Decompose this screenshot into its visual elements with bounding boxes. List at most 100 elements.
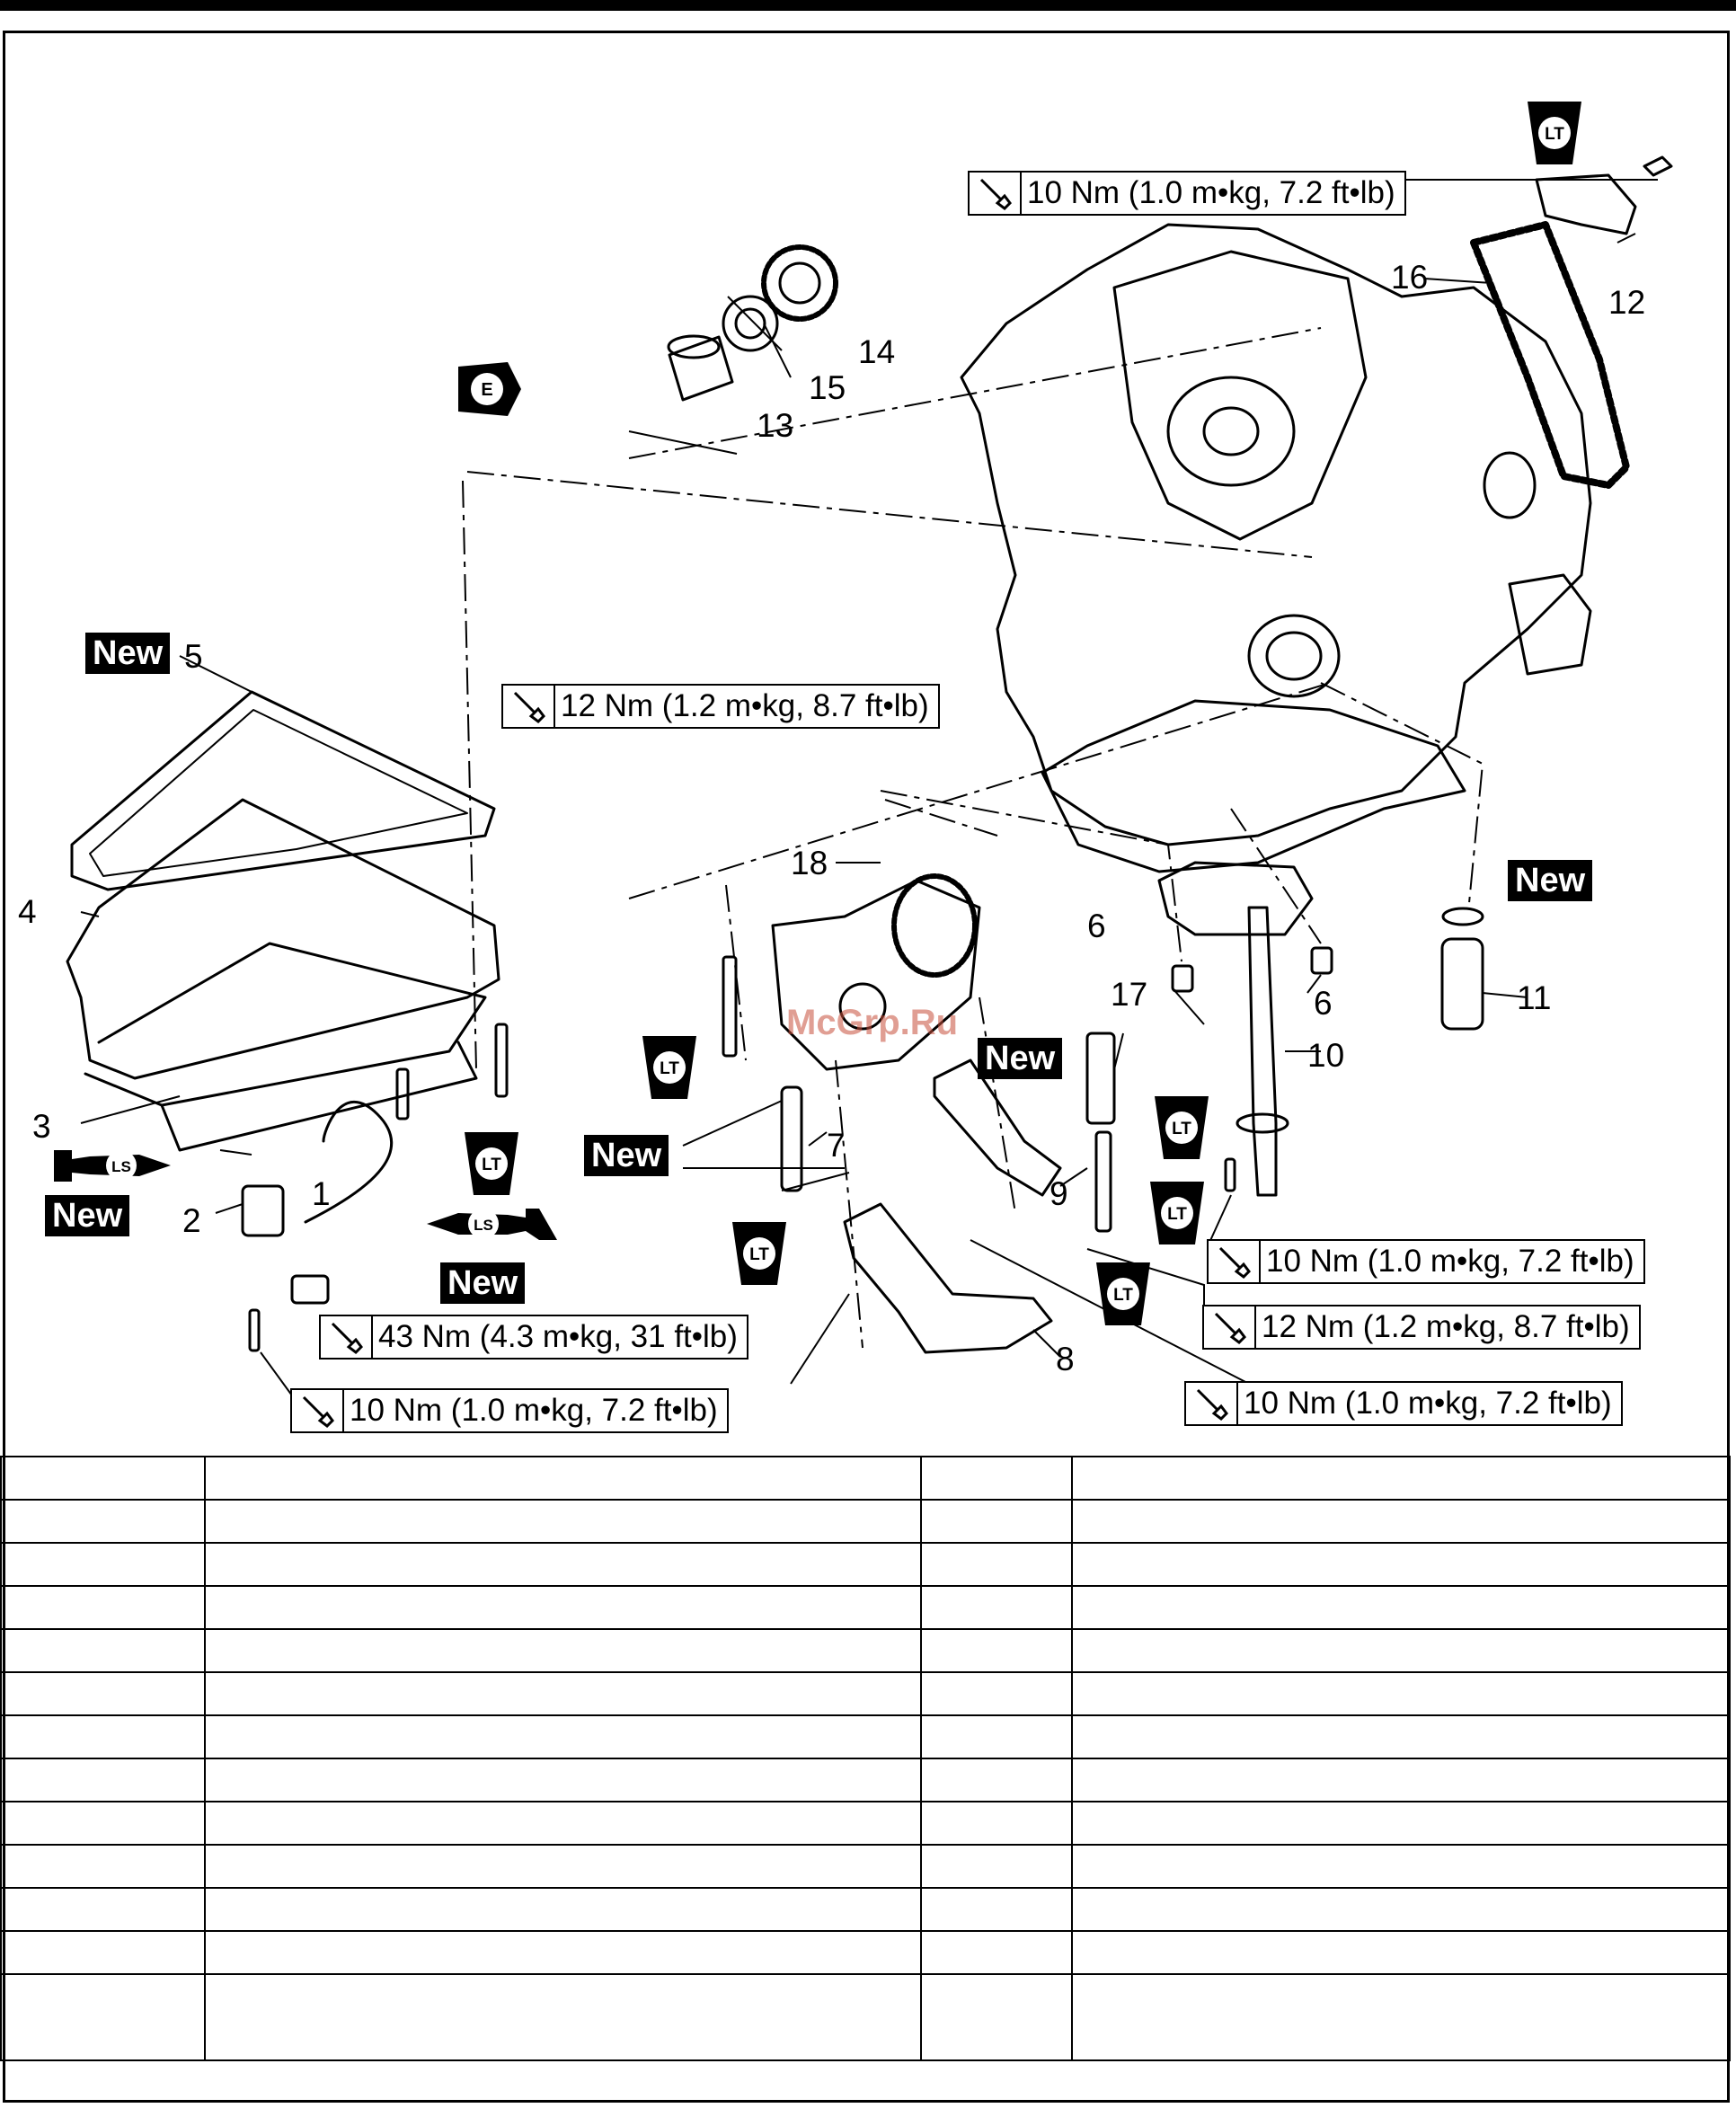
callout-13: 13 (757, 407, 794, 444)
callout-3: 3 (32, 1108, 51, 1145)
table-row (0, 1456, 1732, 1501)
svg-text:LT: LT (1167, 1205, 1187, 1224)
table-cell (0, 1714, 206, 1759)
new-tag-oring-9: New (978, 1038, 1063, 1079)
gasket (70, 690, 496, 891)
parts-table (0, 1456, 1732, 2061)
torque-spec-chain-guide-bolt: 10 Nm (1.0 m•kg, 7.2 ft•lb) (968, 171, 1406, 216)
svg-text:E: E (481, 380, 492, 400)
timing-chain (1470, 221, 1630, 489)
table-cell (203, 1758, 922, 1802)
locktite-badge: LT (638, 1032, 701, 1108)
torque-wrench-icon (292, 1390, 344, 1431)
callout-1: 1 (312, 1175, 331, 1212)
callout-12: 12 (1608, 284, 1646, 321)
exploded-view-diagram (66, 155, 1673, 1403)
svg-text:LT: LT (482, 1156, 501, 1174)
table-cell (0, 1671, 206, 1716)
table-cell (1070, 1671, 1732, 1716)
table-cell (919, 1887, 1073, 1932)
torque-wrench-icon (1204, 1306, 1256, 1348)
table-row (0, 1844, 1732, 1889)
svg-text:LS: LS (111, 1158, 131, 1175)
table-row (0, 1758, 1732, 1802)
table-cell (919, 1973, 1073, 2061)
top-rule (0, 0, 1736, 11)
callout-14: 14 (858, 333, 896, 370)
new-tag-oring-11: New (1508, 860, 1593, 901)
torque-wrench-icon (1209, 1241, 1261, 1282)
table-cell (1070, 1628, 1732, 1673)
callout-18: 18 (791, 845, 828, 881)
torque-spec-drain-bolt: 43 Nm (4.3 m•kg, 31 ft•lb) (319, 1315, 748, 1360)
torque-spec-pipe-bolt: 10 Nm (1.0 m•kg, 7.2 ft•lb) (1207, 1239, 1645, 1284)
table-cell (0, 1499, 206, 1544)
table-cell (203, 1973, 922, 2061)
svg-text:LT: LT (1172, 1120, 1191, 1138)
table-row (0, 1887, 1732, 1932)
torque-wrench-icon (503, 686, 555, 727)
table-cell (203, 1499, 922, 1544)
oil-pan (66, 798, 500, 1080)
table-cell (1070, 1758, 1732, 1802)
table-cell (0, 1844, 206, 1889)
table-cell (203, 1801, 922, 1846)
table-row (0, 1628, 1732, 1673)
lithium-grease-badge: LS (422, 1204, 562, 1253)
table-cell (0, 1801, 206, 1846)
lithium-grease-badge: LS (49, 1146, 175, 1191)
table-cell (1070, 1801, 1732, 1846)
torque-spec-pump-bolt: 12 Nm (1.2 m•kg, 8.7 ft•lb) (1202, 1305, 1641, 1350)
new-tag-gasket: New (85, 633, 171, 674)
locktite-badge: LT (1150, 1092, 1213, 1168)
table-cell (203, 1542, 922, 1587)
callout-15: 15 (809, 369, 846, 406)
table-cell (203, 1628, 922, 1673)
table-row (0, 1714, 1732, 1759)
table-row (0, 1585, 1732, 1630)
table-cell (0, 1758, 206, 1802)
callout-9: 9 (1050, 1175, 1068, 1212)
table-cell (919, 1930, 1073, 1975)
table-cell (0, 1585, 206, 1630)
new-tag-oring-7: New (584, 1135, 669, 1176)
callout-6: 6 (1087, 908, 1106, 944)
table-row (0, 1801, 1732, 1846)
table-cell (1070, 1499, 1732, 1544)
callout-11: 11 (1517, 979, 1552, 1016)
locktite-badge: LT (460, 1128, 523, 1204)
table-cell (919, 1542, 1073, 1587)
table-cell (919, 1801, 1073, 1846)
table-row (0, 1542, 1732, 1587)
table-cell (1070, 1542, 1732, 1587)
table-cell (203, 1844, 922, 1889)
callout-2: 2 (182, 1202, 201, 1239)
table-cell (1070, 1714, 1732, 1759)
callout-4: 4 (18, 893, 37, 930)
table-cell (919, 1585, 1073, 1630)
table-cell (1070, 1887, 1732, 1932)
table-cell (203, 1930, 922, 1975)
torque-wrench-icon (321, 1316, 373, 1358)
watermark: McGrp.Ru (786, 1003, 959, 1042)
diagram-frame (3, 31, 1730, 2103)
crankcase (960, 223, 1592, 846)
table-cell (1070, 1930, 1732, 1975)
callout-8: 8 (1056, 1341, 1075, 1377)
table-cell (919, 1714, 1073, 1759)
torque-spec-text: 43 Nm (4.3 m•kg, 31 ft•lb) (378, 1319, 738, 1354)
callout-7: 7 (827, 1127, 846, 1164)
table-cell (919, 1628, 1073, 1673)
oil-pipe (1247, 906, 1278, 1197)
table-cell (919, 1758, 1073, 1802)
torque-spec-text: 10 Nm (1.0 m•kg, 7.2 ft•lb) (350, 1393, 718, 1428)
oil-pump (771, 879, 981, 1071)
table-cell (0, 1542, 206, 1587)
torque-spec-strainer-bolt: 10 Nm (1.0 m•kg, 7.2 ft•lb) (1184, 1381, 1623, 1426)
torque-spec-switch-bolt: 10 Nm (1.0 m•kg, 7.2 ft•lb) (290, 1388, 729, 1433)
engine-oil-badge: E (454, 358, 526, 425)
table-cell (0, 1628, 206, 1673)
svg-text:LT: LT (749, 1245, 769, 1264)
torque-spec-text: 12 Nm (1.2 m•kg, 8.7 ft•lb) (561, 688, 929, 723)
callout-10: 10 (1307, 1037, 1345, 1074)
